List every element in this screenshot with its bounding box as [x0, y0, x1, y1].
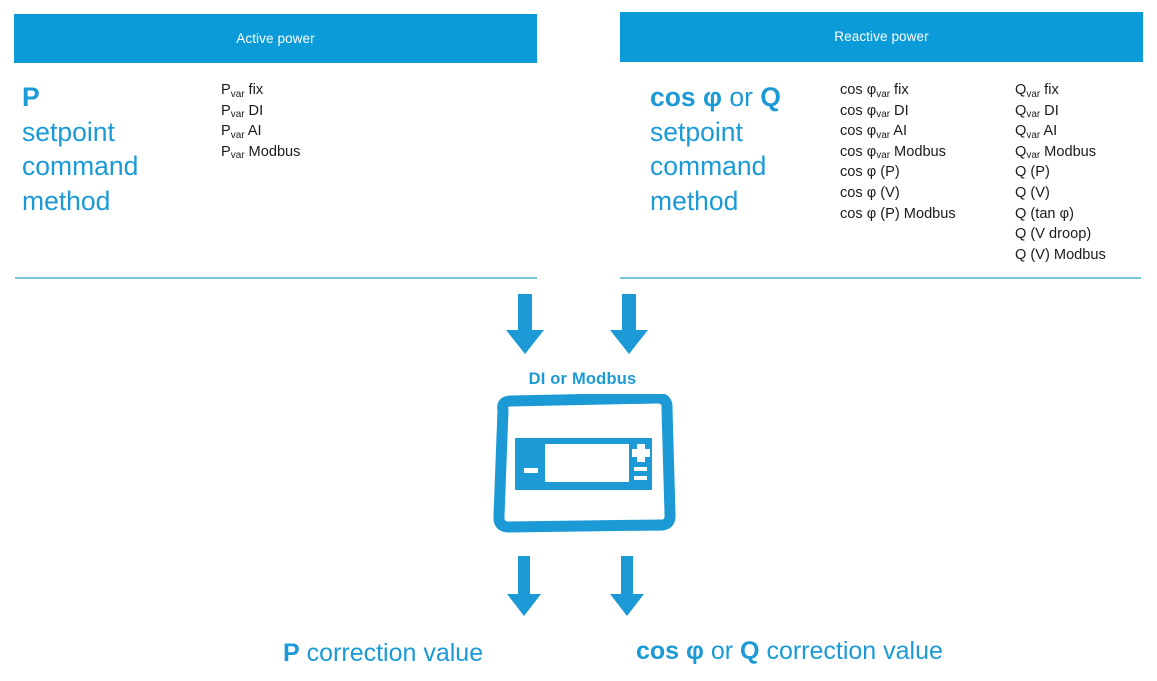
list-item: Q (V droop): [1015, 226, 1092, 243]
list-item: cos φvar fix: [840, 82, 909, 100]
list-item: cos φvar DI: [840, 102, 909, 121]
list-item: Qvar AI: [1015, 123, 1058, 141]
controller-display-icon: [489, 392, 679, 539]
list-item: Qvar DI: [1015, 102, 1059, 121]
divider-reactive-power: [620, 277, 1141, 279]
transport-label-text: DI or Modbus: [528, 370, 637, 388]
list-item: cos φvar Modbus: [840, 143, 946, 162]
arrow-down-icon-top-left: [504, 294, 546, 361]
list-item: Pvar fix: [221, 82, 264, 100]
divider-active-power: [15, 277, 537, 279]
list-item: Q (P): [1015, 164, 1050, 181]
arrow-down-icon-bottom-left: [506, 556, 544, 623]
list-item: Q (V) Modbus: [1015, 246, 1106, 263]
list-item: Pvar DI: [221, 102, 264, 121]
transport-label: DI or Modbus: [0, 370, 1157, 389]
list-item: Q (tan φ): [1015, 205, 1074, 222]
output-label-p-correction-value: P correction value: [283, 639, 484, 667]
panel-header-label: Reactive power: [834, 29, 929, 45]
panel-header-label: Active power: [236, 30, 315, 46]
list-item: cos φvar AI: [840, 123, 908, 141]
output-label-q-correction-value: cos φ or Q correction value: [636, 637, 943, 665]
list-item: cos φ (V): [840, 184, 900, 201]
list-item: Pvar AI: [221, 123, 262, 141]
arrow-down-icon-top-right: [608, 294, 650, 361]
method-list-cos-phi: cos φvar fix cos φvar DI cos φvar AI cos φv…: [840, 80, 956, 224]
list-item: Q (V): [1015, 184, 1050, 201]
panel-header-active-power: Active power: [14, 14, 537, 63]
list-item: cos φ (P): [840, 164, 900, 181]
list-item: cos φ (P) Modbus: [840, 205, 956, 222]
list-item: Qvar Modbus: [1015, 143, 1097, 162]
list-item: Pvar Modbus: [221, 143, 301, 162]
list-item: Qvar fix: [1015, 82, 1059, 100]
panel-header-reactive-power: Reactive power: [620, 12, 1143, 62]
arrow-down-icon-bottom-right: [609, 556, 647, 623]
